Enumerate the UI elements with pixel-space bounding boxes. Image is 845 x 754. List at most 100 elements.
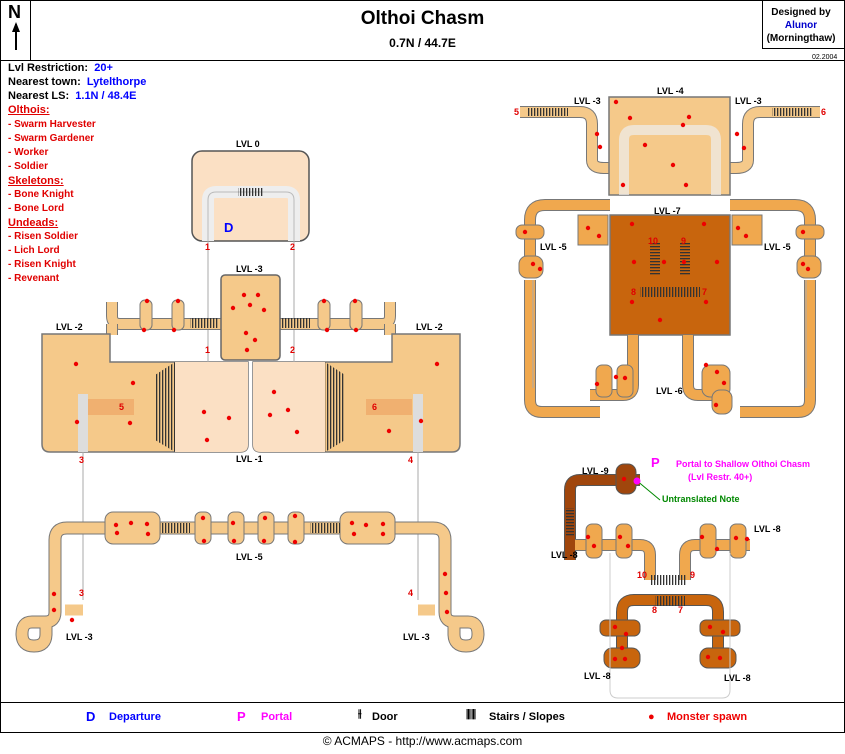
spawn-dot	[629, 299, 635, 305]
note-pointer-line	[635, 479, 661, 501]
level-label: LVL -2	[56, 322, 83, 332]
spawn-dot	[686, 114, 692, 120]
connector-number: 10	[637, 570, 648, 580]
level-label: LVL -6	[656, 386, 683, 396]
spawn-dot	[735, 225, 741, 231]
spawn-dot	[705, 654, 711, 660]
spawn-dot	[642, 142, 648, 148]
level-m3-corridor-east	[730, 106, 820, 174]
spawn-dot	[231, 538, 237, 544]
spawn-dot	[261, 307, 267, 313]
monster-item: - Lich Lord	[8, 245, 60, 256]
spawn-dot	[629, 221, 635, 227]
spawn-dot	[721, 380, 727, 386]
level-label: LVL -2	[416, 322, 443, 332]
spawn-dot	[261, 538, 267, 544]
spawn-dot	[247, 302, 253, 308]
lvl-restriction-label: Lvl Restriction:	[8, 62, 89, 74]
nearest-town: Nearest town: Lytelthorpe	[8, 76, 146, 88]
spawn-dot	[537, 266, 543, 272]
monster-item: - Revenant	[8, 273, 60, 284]
monster-item: - Swarm Gardener	[8, 133, 95, 144]
monster-item: - Soldier	[8, 161, 49, 172]
connector-number: 4	[408, 588, 414, 598]
spawn-dot	[585, 225, 591, 231]
spawn-dot	[380, 531, 386, 537]
level-label: LVL -7	[654, 206, 681, 216]
connector-number: 8	[631, 287, 637, 297]
spawn-dot	[800, 261, 806, 267]
monster-category: Olthois:	[8, 104, 50, 116]
spawn-dot	[171, 327, 177, 333]
spawn-dot	[144, 298, 150, 304]
spawn-dot	[613, 374, 619, 380]
spawn-dot	[681, 259, 687, 265]
spawn-dot	[244, 347, 250, 353]
spawn-dot	[661, 259, 667, 265]
level-m3-loop-west	[15, 600, 83, 653]
legend-portal: Portal	[261, 711, 293, 723]
spawn-dot	[622, 656, 628, 662]
spawn-dot	[733, 535, 739, 541]
spawn-dot	[226, 415, 232, 421]
spawn-dot	[619, 645, 625, 651]
level-m4-room	[608, 96, 731, 196]
spawn-dot	[713, 402, 719, 408]
spawn-dot	[703, 362, 709, 368]
spawn-dot	[522, 229, 528, 235]
spawn-dot	[230, 305, 236, 311]
designer-name: Alunor	[784, 20, 818, 31]
spawn-dot	[597, 144, 603, 150]
level-0-room	[191, 150, 310, 242]
designer-divider	[762, 0, 763, 48]
spawn-dot	[262, 515, 268, 521]
spawn-dot	[114, 530, 120, 536]
spawn-dot	[443, 590, 449, 596]
level-label: LVL -8	[584, 671, 611, 681]
spawn-dot	[594, 381, 600, 387]
spawn-dot	[351, 531, 357, 537]
level-m5-east-wing	[730, 199, 825, 418]
spawn-dot	[241, 292, 247, 298]
spawn-dot	[743, 233, 749, 239]
spawn-dot	[631, 259, 637, 265]
spawn-dot	[612, 656, 618, 662]
spawn-dot	[701, 221, 707, 227]
spawn-dot	[352, 298, 358, 304]
spawn-dot	[363, 522, 369, 528]
monster-item: - Risen Soldier	[8, 231, 79, 242]
spawn-dot	[622, 375, 628, 381]
monster-item: - Risen Knight	[8, 259, 76, 270]
spawn-dot	[613, 99, 619, 105]
level-label: LVL -4	[657, 86, 684, 96]
portal-dot	[633, 477, 641, 485]
lvl-restriction: Lvl Restriction: 20+	[8, 62, 113, 74]
spawn-dot	[680, 122, 686, 128]
compass-divider	[30, 0, 31, 60]
connector-number: 6	[821, 107, 827, 117]
spawn-dot	[128, 520, 134, 526]
designer-server: (Morningthaw)	[766, 33, 836, 44]
level-m3-center-room	[220, 274, 281, 361]
spawn-dot	[267, 412, 273, 418]
spawn-dot	[130, 380, 136, 386]
spawn-dot	[620, 182, 626, 188]
spawn-dot	[714, 546, 720, 552]
spawn-dot	[444, 609, 450, 615]
legend: D Departure P Portal ⫲ Door ⫼⫼ Stairs / …	[0, 703, 845, 731]
spawn-dot	[144, 521, 150, 527]
spawn-dot	[627, 115, 633, 121]
legend-portal-letter: P	[237, 709, 246, 724]
connector-number: 4	[408, 455, 414, 465]
nearest-ls-label: Nearest LS:	[8, 90, 70, 102]
level-label: LVL -3	[236, 264, 263, 274]
level-label: LVL -3	[574, 96, 601, 106]
legend-departure: Departure	[109, 711, 161, 723]
legend-divider	[1, 702, 844, 703]
connector-number: 3	[79, 455, 85, 465]
spawn-dot	[530, 261, 536, 267]
nearest-lifestone: Nearest LS: 1.1N / 48.4E	[8, 90, 136, 102]
connector-number: 1	[205, 345, 211, 355]
spawn-dot	[349, 520, 355, 526]
